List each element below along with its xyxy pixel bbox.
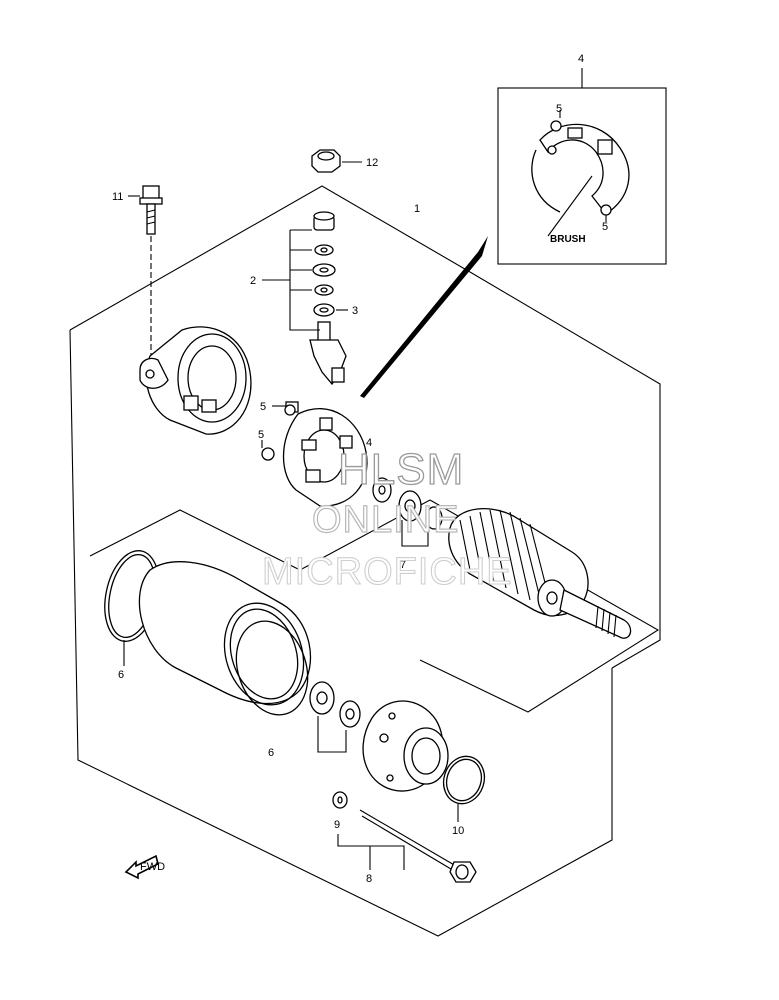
terminal-washer-stack xyxy=(262,211,348,386)
armature xyxy=(448,508,632,639)
bolt-8-and-washer-9 xyxy=(332,791,477,883)
callout-8: 8 xyxy=(366,873,372,885)
end-washers-7 xyxy=(309,681,361,753)
callout-3: 3 xyxy=(352,305,358,317)
rear-end-cover xyxy=(139,326,252,435)
callout-5-inset-top: 5 xyxy=(556,103,562,115)
callout-9: 9 xyxy=(334,819,340,831)
callout-5-inset-bottom: 5 xyxy=(602,221,608,233)
callout-6-bottom: 6 xyxy=(268,747,274,759)
brush-plate xyxy=(261,401,368,507)
callout-11: 11 xyxy=(112,191,123,203)
o-ring-10 xyxy=(442,755,486,822)
brush-label: BRUSH xyxy=(550,234,586,245)
yoke-housing xyxy=(138,561,312,716)
brush-holder-detail xyxy=(531,110,630,237)
callout-2: 2 xyxy=(250,275,256,287)
front-housing xyxy=(362,700,449,792)
callout-labels: 4 5 5 BRUSH 12 11 1 2 3 5 5 4 6 6 7 9 10… xyxy=(112,53,608,885)
watermark-line-3: MICROFICHE xyxy=(262,551,513,593)
callout-10: 10 xyxy=(452,825,464,837)
armature-washers xyxy=(372,477,443,547)
callout-12: 12 xyxy=(366,157,378,169)
front-direction-arrow: FWD xyxy=(124,854,165,880)
nut-12 xyxy=(311,149,362,173)
callout-5-main-bottom: 5 xyxy=(258,429,264,441)
callout-4-inset: 4 xyxy=(578,53,584,65)
inset-pointer-arrow xyxy=(360,236,488,398)
brush-inset-box xyxy=(497,68,667,265)
watermark-line-2: ONLINE xyxy=(312,499,459,541)
watermark: HLSM ONLINE MICROFICHE xyxy=(261,444,513,593)
callout-1: 1 xyxy=(414,203,420,215)
direction-mark-label: FWD xyxy=(140,861,165,873)
callout-7: 7 xyxy=(400,559,406,571)
watermark-line-1: HLSM xyxy=(338,445,464,494)
assembly-outline xyxy=(69,185,661,937)
through-bolt-11 xyxy=(128,185,163,372)
callout-5-main-top: 5 xyxy=(260,401,266,413)
callout-6-left: 6 xyxy=(118,669,124,681)
callout-4-main: 4 xyxy=(366,437,372,449)
